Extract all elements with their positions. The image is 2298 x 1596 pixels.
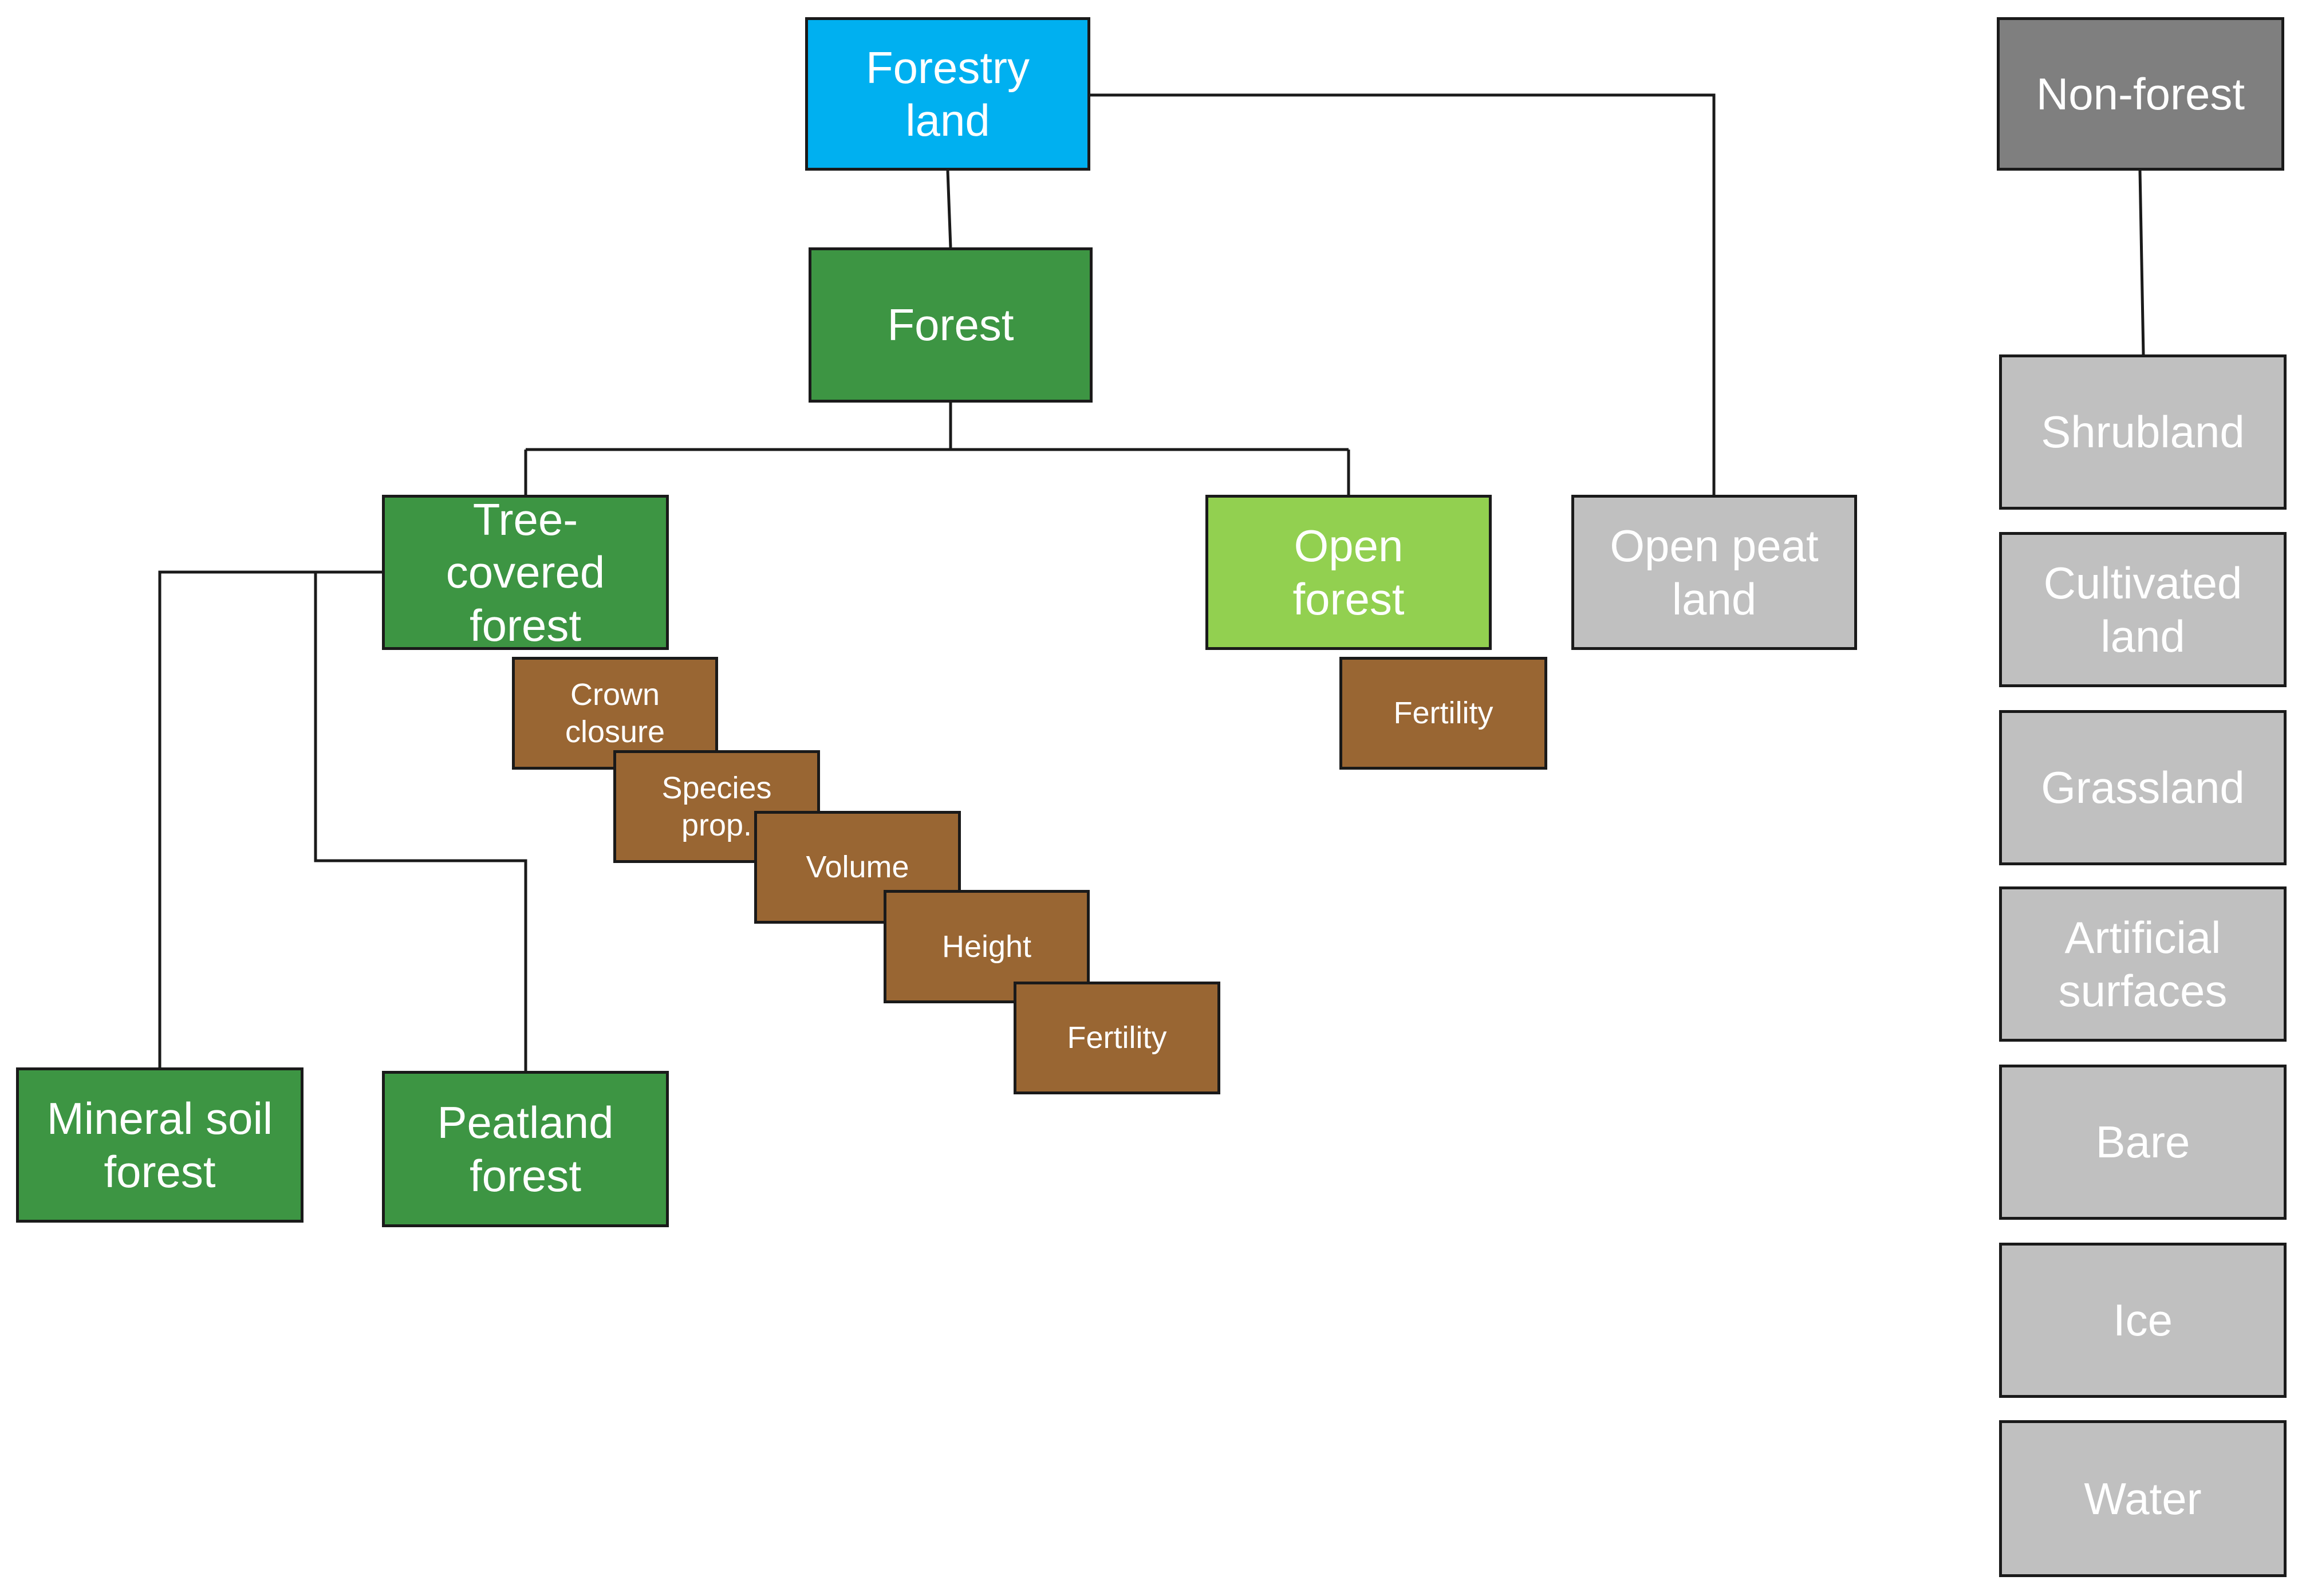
mineral-soil-forest-box: Mineral soil forest: [16, 1067, 303, 1223]
tree-covered-forest-box: Tree- covered forest: [382, 494, 669, 651]
forestry-land-label: Forestry land: [865, 42, 1030, 145]
connector-forestry-forest: [946, 170, 952, 248]
connector-forestry-openpeat: [1090, 93, 1716, 495]
attribute-fertility: Fertility: [1014, 982, 1220, 1094]
non-forest-class-artificial-surfaces: Artificial surfaces: [1999, 886, 2287, 1042]
non-forest-class-cultivated-land: Cultivated land: [1999, 532, 2287, 687]
attribute-species-proportion-label: Species prop.: [661, 770, 772, 842]
non-forest-class-bare: Bare: [1999, 1065, 2287, 1220]
non-forest-box: Non-forest: [1997, 17, 2284, 171]
tree-covered-forest-label: Tree- covered forest: [446, 494, 605, 651]
connector-nonforest-shrubland: [2138, 170, 2145, 355]
forestry-land-box: Forestry land: [805, 17, 1090, 171]
open-forest-label: Open forest: [1292, 521, 1405, 624]
attribute-crown-closure-label: Crown closure: [565, 677, 665, 749]
attribute-fertility-label: Fertility: [1067, 1020, 1167, 1055]
non-forest-class-label: Cultivated land: [2043, 558, 2242, 661]
attribute-height-label: Height: [941, 929, 1032, 964]
non-forest-class-label: Water: [2084, 1473, 2202, 1524]
connector-treecovered-peatland: [314, 572, 527, 1071]
non-forest-class-ice: Ice: [1999, 1243, 2287, 1398]
open-forest-attribute-fertility-label: Fertility: [1393, 696, 1493, 731]
open-peat-land-box: Open peat land: [1571, 495, 1857, 650]
non-forest-label: Non-forest: [2036, 68, 2245, 119]
mineral-soil-forest-label: Mineral soil forest: [46, 1093, 273, 1197]
non-forest-class-shrubland: Shrubland: [1999, 354, 2287, 510]
non-forest-class-grassland: Grassland: [1999, 710, 2287, 865]
attribute-volume-label: Volume: [806, 850, 909, 885]
open-forest-box: Open forest: [1205, 495, 1492, 650]
connector-treecovered-mineral: [158, 570, 382, 1067]
non-forest-class-label: Bare: [2095, 1117, 2190, 1168]
forest-label: Forest: [887, 300, 1014, 350]
non-forest-class-label: Grassland: [2041, 762, 2245, 813]
open-forest-attribute-fertility: Fertility: [1339, 657, 1547, 770]
non-forest-class-label: Artificial surfaces: [2058, 912, 2228, 1016]
open-peat-land-label: Open peat land: [1610, 521, 1819, 624]
non-forest-class-label: Shrubland: [2041, 407, 2245, 458]
forest-box: Forest: [809, 247, 1093, 403]
peatland-forest-box: Peatland forest: [382, 1071, 669, 1227]
non-forest-class-label: Ice: [2112, 1295, 2173, 1346]
non-forest-class-water: Water: [1999, 1420, 2287, 1577]
attribute-crown-closure: Crown closure: [512, 657, 718, 770]
peatland-forest-label: Peatland forest: [437, 1097, 614, 1201]
